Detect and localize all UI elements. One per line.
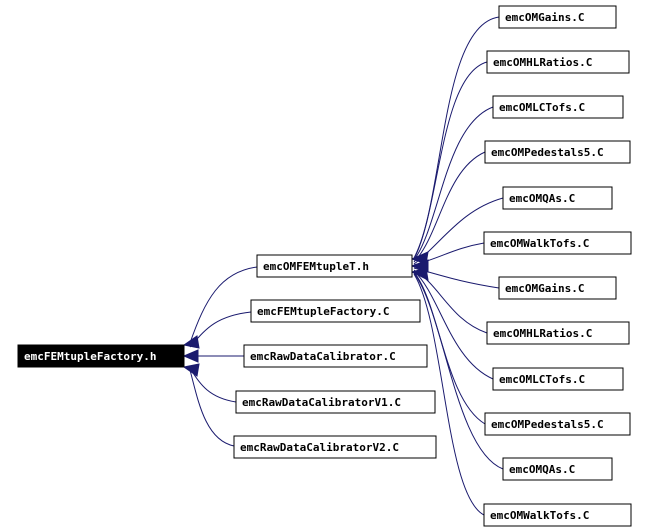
node-right-3-label: emcOMPedestals5.C bbox=[491, 146, 604, 159]
node-right-1-label: emcOMHLRatios.C bbox=[493, 56, 592, 69]
node-right-10[interactable]: emcOMQAs.C bbox=[502, 457, 613, 481]
arrowhead-omfemtuplet-3 bbox=[410, 267, 429, 281]
node-mid-4[interactable]: emcRawDataCalibratorV2.C bbox=[233, 435, 437, 459]
node-right-11[interactable]: emcOMWalkTofs.C bbox=[483, 503, 632, 527]
edge-femtuplefactory-c-to-root bbox=[189, 311, 252, 348]
node-right-2[interactable]: emcOMLCTofs.C bbox=[492, 95, 624, 119]
edge-right-3 bbox=[413, 151, 486, 263]
node-mid-0-label: emcOMFEMtupleT.h bbox=[263, 260, 369, 273]
graph-edges bbox=[182, 16, 504, 516]
node-right-3[interactable]: emcOMPedestals5.C bbox=[484, 140, 631, 164]
node-right-11-label: emcOMWalkTofs.C bbox=[490, 509, 589, 522]
node-root[interactable]: emcFEMtupleFactory.h bbox=[17, 344, 185, 368]
node-mid-3[interactable]: emcRawDataCalibratorV1.C bbox=[235, 390, 436, 414]
node-right-6-label: emcOMGains.C bbox=[505, 282, 584, 295]
node-right-0-label: emcOMGains.C bbox=[505, 11, 584, 24]
node-right-5-label: emcOMWalkTofs.C bbox=[490, 237, 589, 250]
arrowhead-root-2 bbox=[182, 349, 199, 363]
node-right-4-label: emcOMQAs.C bbox=[509, 192, 575, 205]
edge-right-8 bbox=[413, 270, 494, 380]
node-mid-2[interactable]: emcRawDataCalibrator.C bbox=[243, 344, 428, 368]
node-root-label: emcFEMtupleFactory.h bbox=[24, 350, 156, 363]
node-right-7-label: emcOMHLRatios.C bbox=[493, 327, 592, 340]
edge-rawdatacalibratorv2-c-to-root bbox=[189, 369, 235, 447]
edge-omfemtuplet-to-root bbox=[189, 266, 258, 344]
node-right-10-label: emcOMQAs.C bbox=[509, 463, 575, 476]
node-right-0[interactable]: emcOMGains.C bbox=[498, 5, 617, 29]
arrowhead-root-3 bbox=[182, 363, 200, 377]
edge-right-10 bbox=[413, 272, 504, 470]
node-mid-3-label: emcRawDataCalibratorV1.C bbox=[242, 396, 401, 409]
node-mid-1[interactable]: emcFEMtupleFactory.C bbox=[250, 299, 421, 323]
edge-right-1 bbox=[413, 61, 488, 260]
arrowhead-root-1 bbox=[182, 335, 200, 349]
node-mid-4-label: emcRawDataCalibratorV2.C bbox=[240, 441, 399, 454]
edge-right-11 bbox=[413, 273, 485, 516]
node-right-9-label: emcOMPedestals5.C bbox=[491, 418, 604, 431]
node-right-4[interactable]: emcOMQAs.C bbox=[502, 186, 613, 210]
node-right-9[interactable]: emcOMPedestals5.C bbox=[484, 412, 631, 436]
node-right-8[interactable]: emcOMLCTofs.C bbox=[492, 367, 624, 391]
node-right-6[interactable]: emcOMGains.C bbox=[498, 276, 617, 300]
node-mid-2-label: emcRawDataCalibrator.C bbox=[250, 350, 396, 363]
node-right-7[interactable]: emcOMHLRatios.C bbox=[486, 321, 630, 345]
node-right-1[interactable]: emcOMHLRatios.C bbox=[486, 50, 630, 74]
edge-right-2 bbox=[413, 106, 494, 261]
node-mid-0[interactable]: emcOMFEMtupleT.h bbox=[256, 254, 413, 278]
node-mid-1-label: emcFEMtupleFactory.C bbox=[257, 305, 389, 318]
node-right-8-label: emcOMLCTofs.C bbox=[499, 373, 585, 386]
node-right-5[interactable]: emcOMWalkTofs.C bbox=[483, 231, 632, 255]
node-right-2-label: emcOMLCTofs.C bbox=[499, 101, 585, 114]
